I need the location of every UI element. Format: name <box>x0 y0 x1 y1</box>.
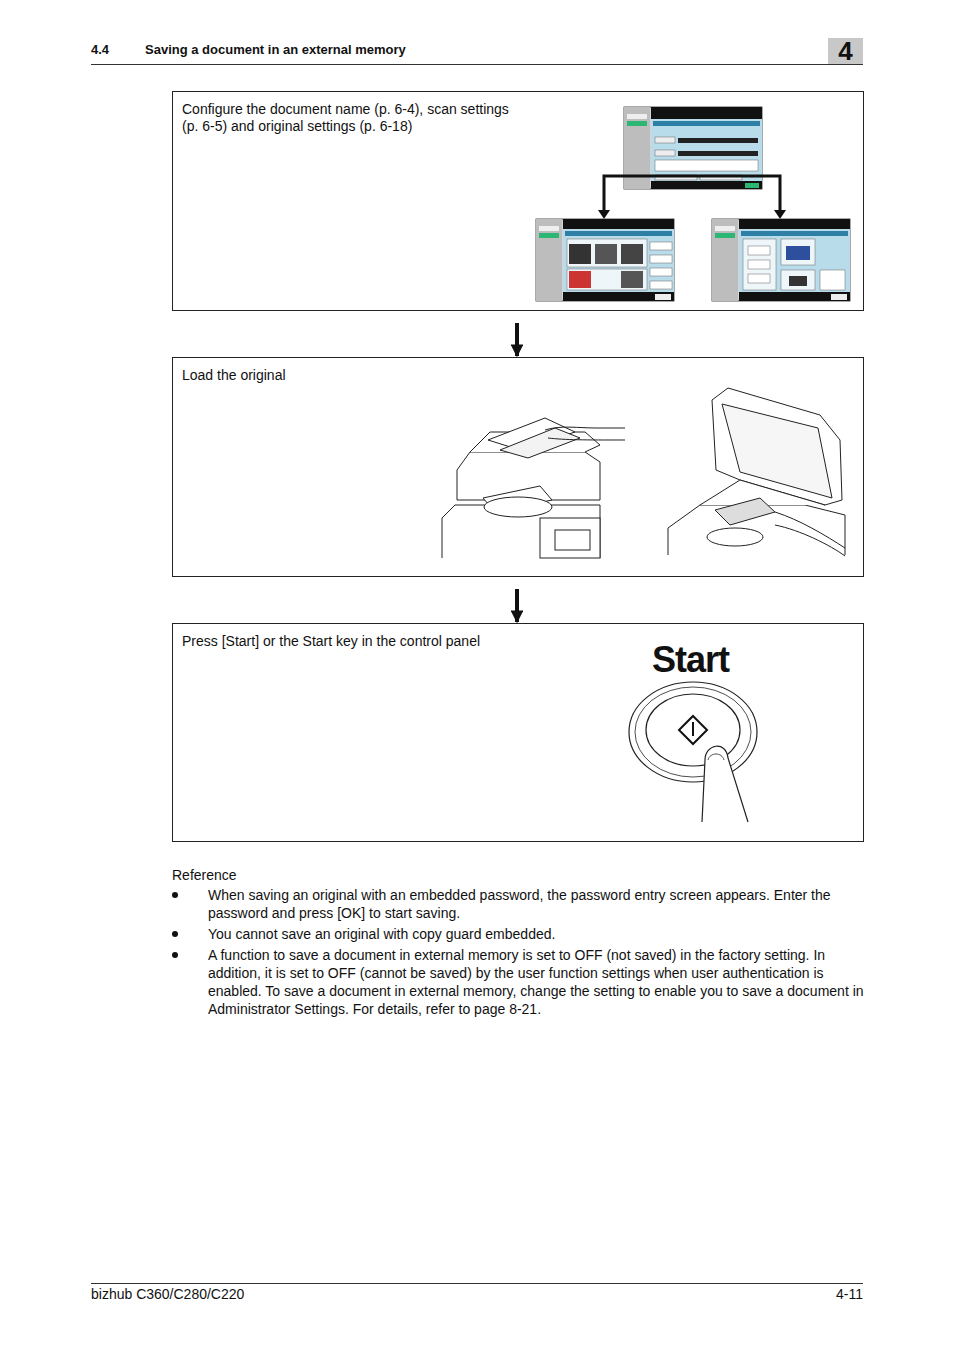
step-text: Configure the document name (p. 6-4), sc… <box>173 92 521 144</box>
screen-shot <box>536 219 674 301</box>
step-text: Load the original <box>173 358 521 393</box>
step-box: Configure the document name (p. 6-4), sc… <box>172 91 864 311</box>
header-rule <box>91 64 863 65</box>
reference-note: When saving an original with an embedded… <box>208 886 864 922</box>
reference-heading: Reference <box>172 866 372 884</box>
flow-arrow <box>515 589 519 622</box>
step-box: Load the original <box>172 357 864 577</box>
flow-arrow <box>515 323 519 356</box>
start-key <box>629 682 757 822</box>
step-text: Press [Start] or the Start key in the co… <box>173 624 521 659</box>
section-number: 4.4 <box>91 41 141 59</box>
reference-note: You cannot save an original with copy gu… <box>208 925 864 943</box>
chapter-number: 4 <box>828 36 863 66</box>
copier-adf <box>442 418 625 558</box>
screen-shot <box>712 219 850 301</box>
bullet-dot <box>172 892 178 898</box>
reference-note: A function to save a document in externa… <box>208 946 864 1018</box>
key-label: Start <box>652 640 742 680</box>
footer-rule <box>91 1283 863 1284</box>
bullet-dot <box>172 952 178 958</box>
copier-platen <box>668 388 845 556</box>
screen-branch-lines <box>598 176 786 219</box>
page-number: 4-11 <box>763 1285 863 1303</box>
bullet-dot <box>172 931 178 937</box>
step-box: Press [Start] or the Start key in the co… <box>172 623 864 842</box>
footer-model: bizhub C360/C280/C220 <box>91 1285 391 1303</box>
section-title: Saving a document in an external memory <box>145 41 645 59</box>
